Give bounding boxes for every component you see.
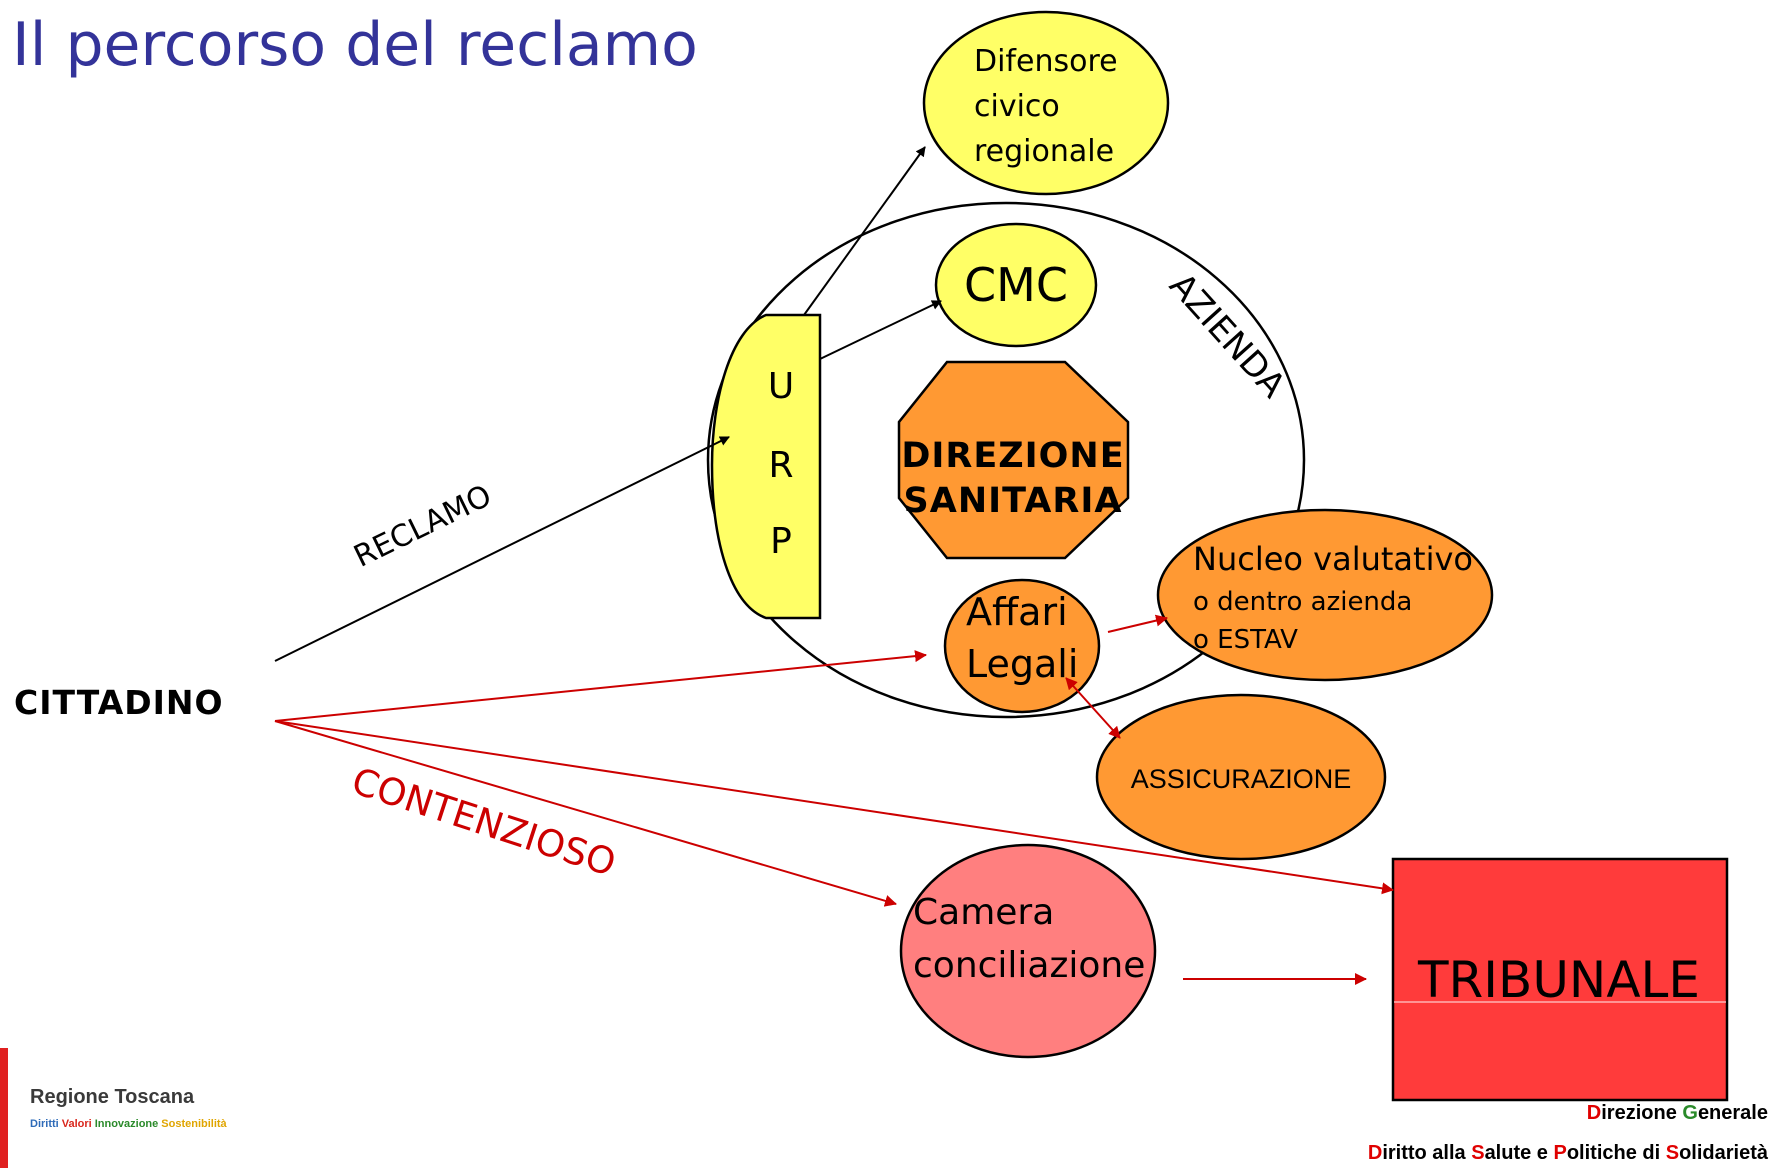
diritto-salute-segment: olitiche di <box>1566 1142 1666 1164</box>
direzione-generale-segment: D <box>1586 1102 1602 1124</box>
cittadino-label: CITTADINO <box>14 683 224 722</box>
direzione-generale-segment: irezione <box>1601 1102 1683 1124</box>
page-title: Il percorso del reclamo <box>12 10 698 80</box>
assicurazione-label: ASSICURAZIONE <box>1131 764 1352 794</box>
diritto-salute-segment: S <box>1665 1142 1680 1164</box>
camera-label-2: conciliazione <box>913 945 1145 986</box>
affari-assicurazione-arrow <box>1065 677 1121 739</box>
affari-to-nucleo-arrow <box>1107 614 1168 633</box>
cmc-label: CMC <box>964 258 1068 312</box>
camera-node <box>899 843 1157 1059</box>
difensore-label-1: Difensore <box>974 44 1118 79</box>
nucleo-label-1: Nucleo valutativo <box>1193 540 1473 578</box>
urp-letter-r: R <box>768 445 793 486</box>
diritto-salute-segment: P <box>1553 1142 1567 1164</box>
tagline-innovazione: Innovazione <box>94 1118 159 1130</box>
direzione-label-2: SANITARIA <box>904 481 1123 521</box>
cmc-node <box>934 222 1098 348</box>
cittadino-to-affari-arrow <box>274 650 927 722</box>
regione-logo-name: Regione Toscana <box>30 1086 195 1108</box>
urp-letter-p: P <box>770 521 792 562</box>
affari-legali-node <box>943 578 1101 714</box>
nucleo-label-2: o dentro azienda <box>1193 587 1412 617</box>
urp-letter-u: U <box>768 366 794 407</box>
nucleo-label-3: o ESTAV <box>1193 625 1298 655</box>
tribunale-node <box>1391 857 1729 1102</box>
direzione-sanitaria-node <box>897 360 1130 560</box>
regione-logo-bar <box>0 1048 8 1168</box>
tribunale-label: TRIBUNALE <box>1417 951 1700 1009</box>
urp-node <box>710 313 822 620</box>
diritto-salute-segment: D <box>1367 1142 1383 1164</box>
diritto-salute-segment: olidarietà <box>1679 1142 1768 1164</box>
diritto-salute-line: Diritto alla Salute e Politiche di Solid… <box>1368 1142 1768 1165</box>
nucleo-node <box>1156 508 1494 682</box>
urp-to-cmc-arrow <box>819 300 942 360</box>
tagline-diritti: Diritti <box>30 1118 59 1130</box>
diritto-salute-segment: alute e <box>1484 1142 1554 1164</box>
assicurazione-node <box>1095 693 1387 861</box>
difensore-label-3: regionale <box>974 134 1114 169</box>
direzione-generale-segment: enerale <box>1697 1102 1768 1124</box>
reclamo-arrow <box>274 436 730 662</box>
direzione-generale-segment: G <box>1682 1102 1698 1124</box>
cittadino-to-camera-arrow <box>274 720 897 907</box>
affari-label-2: Legali <box>966 642 1078 686</box>
difensore-node <box>922 10 1170 196</box>
diritto-salute-segment: S <box>1471 1142 1485 1164</box>
tagline-valori: Valori <box>61 1118 92 1130</box>
contenzioso-label: CONTENZIOSO <box>347 759 621 885</box>
cittadino-to-tribunale-arrow <box>274 720 1394 895</box>
diritto-salute-segment: iritto alla <box>1382 1142 1472 1164</box>
difensore-label-2: civico <box>974 89 1060 124</box>
affari-label-1: Affari <box>966 590 1068 634</box>
direzione-generale-line: Direzione Generale <box>1587 1102 1768 1125</box>
azienda-ellipse <box>706 201 1306 719</box>
direzione-label-1: DIREZIONE <box>901 436 1124 476</box>
reclamo-label: RECLAMO <box>349 478 498 574</box>
urp-to-difensore-arrow <box>803 146 926 316</box>
camera-label-1: Camera <box>913 892 1054 933</box>
tagline-sostenibilita: Sostenibilità <box>161 1118 227 1130</box>
